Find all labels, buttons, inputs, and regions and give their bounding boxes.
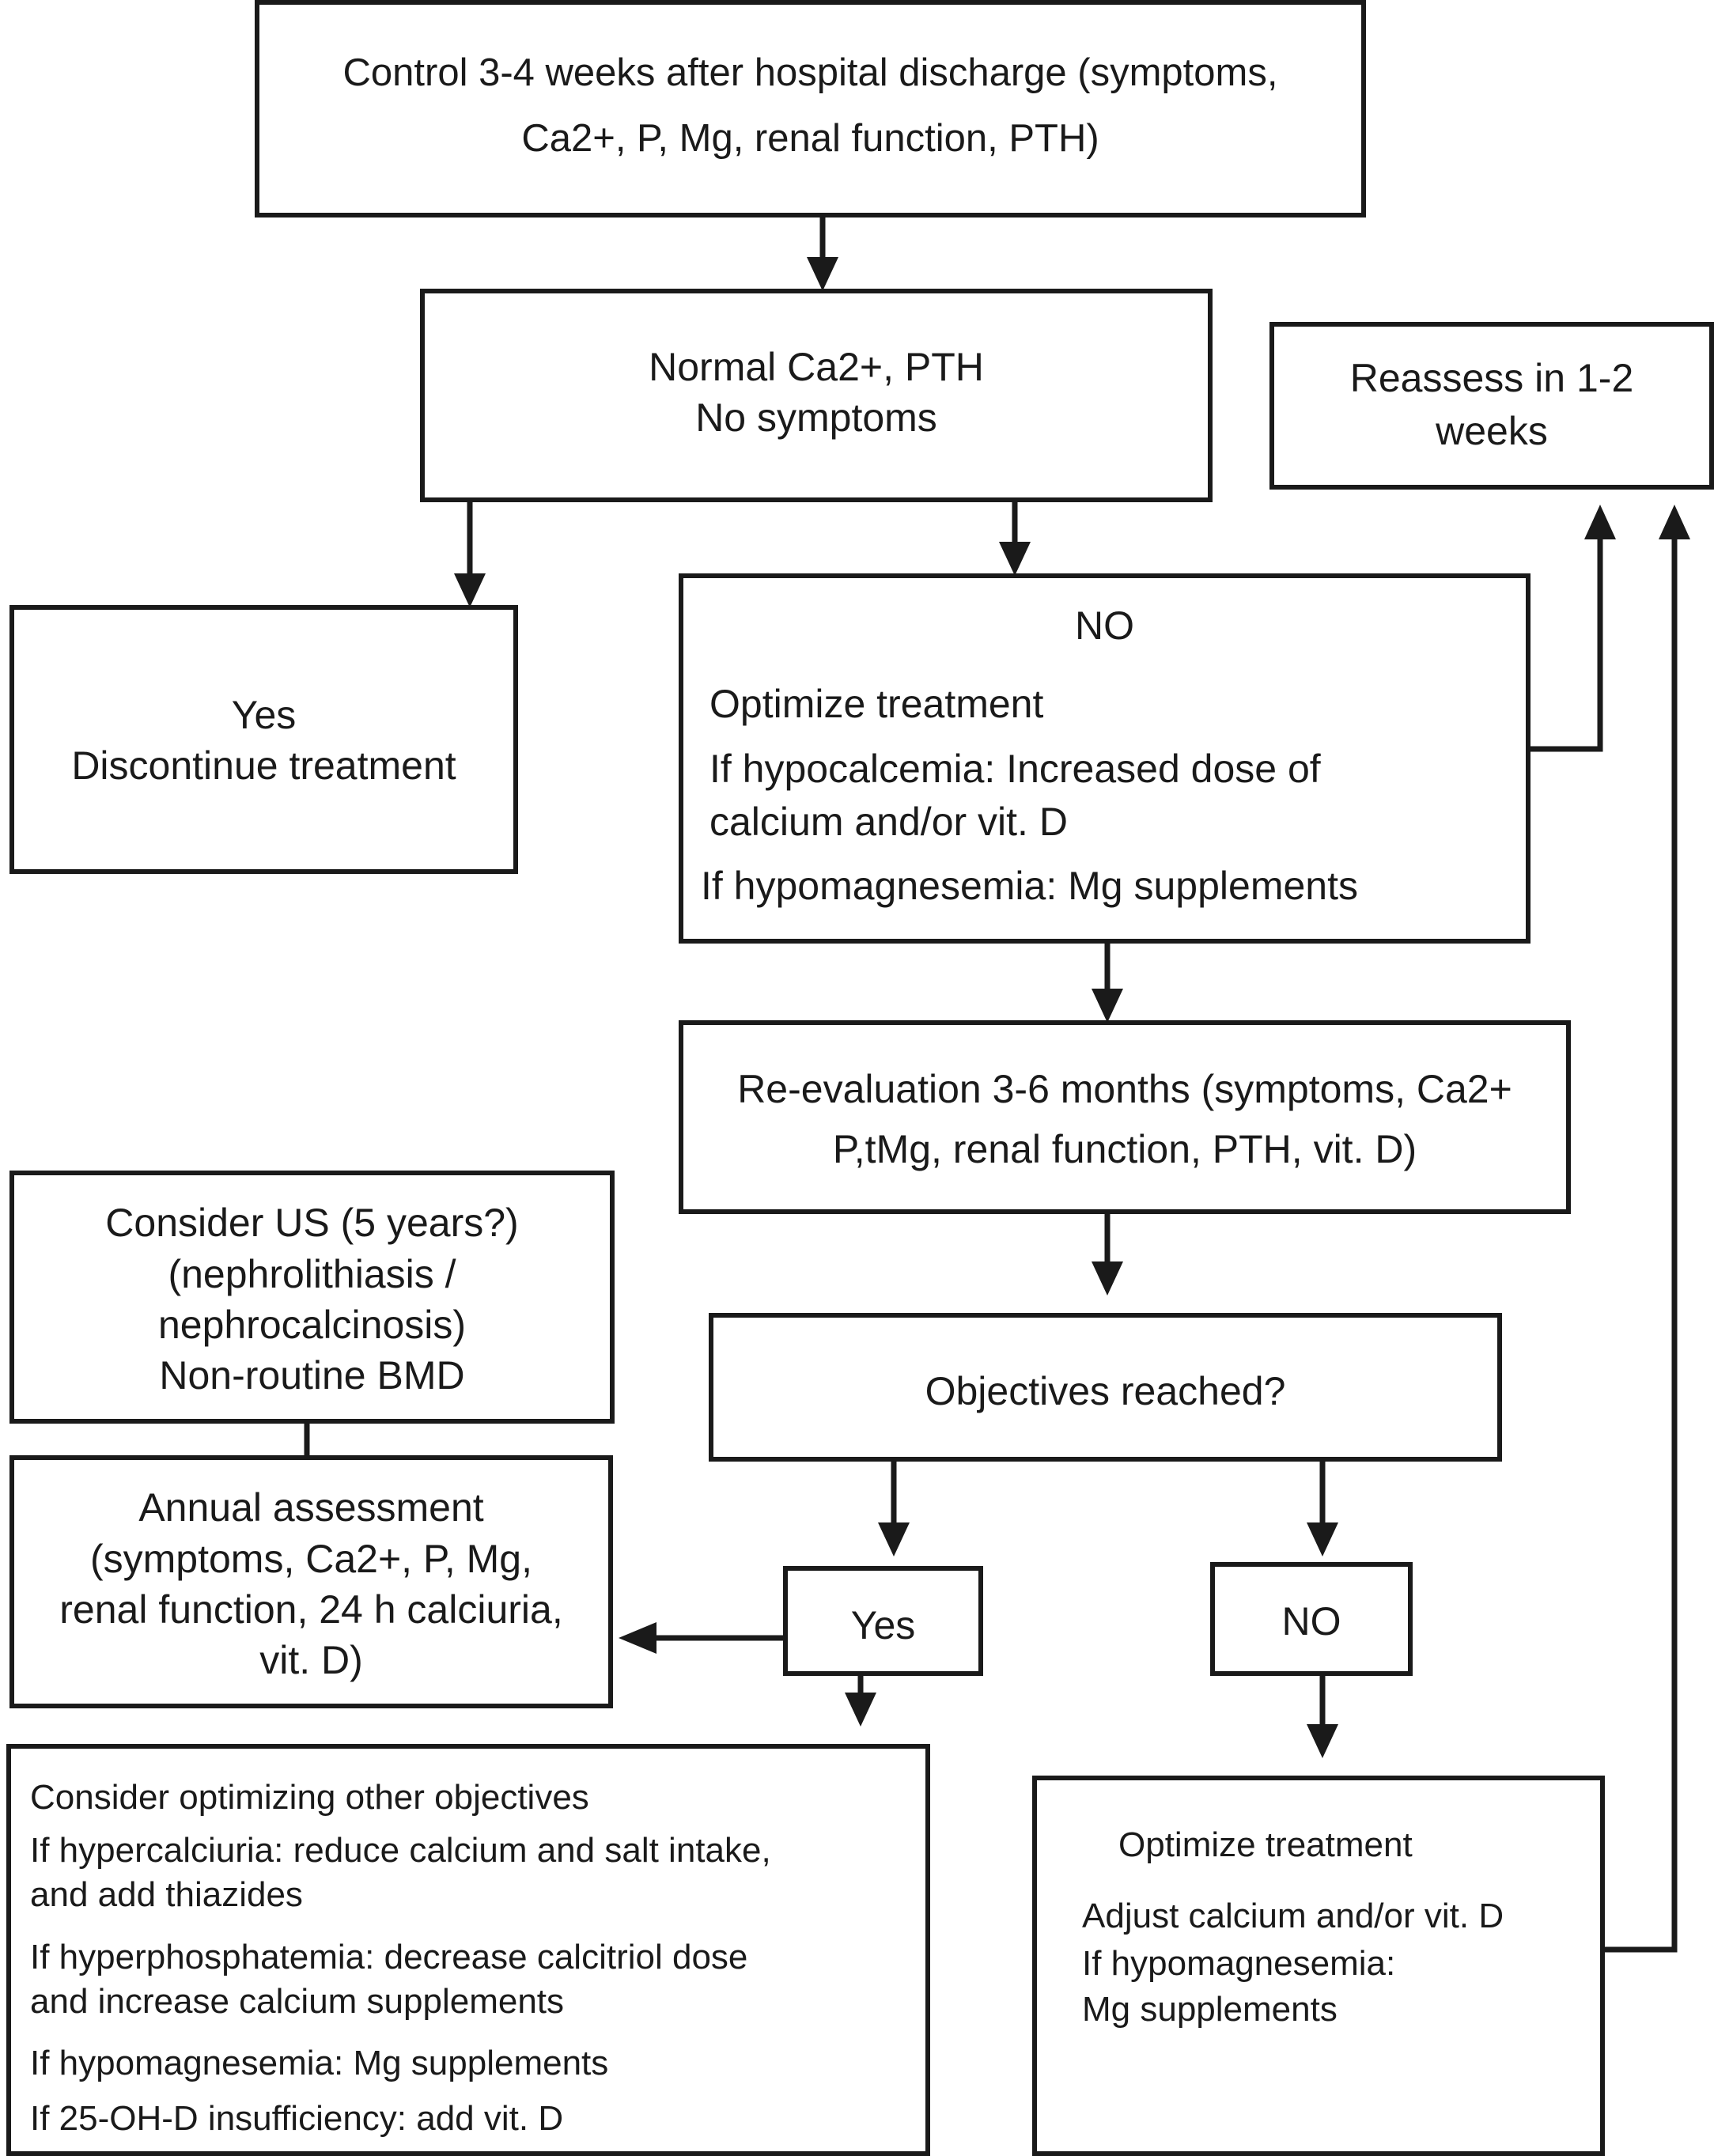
reassess-line-2: weeks [1436,409,1548,453]
optimize2-line-2: If hypomagnesemia: [1082,1944,1396,1983]
discontinue-yes-label: Yes [231,693,297,737]
control-line-1: Control 3-4 weeks after hospital dischar… [342,51,1278,94]
hypomagnesemia-other-line: If hypomagnesemia: Mg supplements [30,2044,609,2082]
optimize-heading: Optimize treatment [709,682,1044,726]
reevaluation-line-1: Re-evaluation 3-6 months (symptoms, Ca2+ [737,1067,1512,1111]
other-objectives-box: Consider optimizing other objectives If … [6,1744,930,2156]
hypocalcemia-line-2: calcium and/or vit. D [709,800,1068,844]
hypercalciuria-line-2: and add thiazides [30,1875,303,1914]
annual-line-3: renal function, 24 h calciuria, [59,1587,563,1632]
consider-us-box: Consider US (5 years?) (nephrolithiasis … [9,1171,615,1424]
arrowhead-yes-annual [619,1622,656,1654]
optimize-treatment-box: NO Optimize treatment If hypocalcemia: I… [679,573,1530,944]
arrowhead-to-reassess-2 [1659,505,1690,539]
arrow-optimize2-to-reassess [1602,531,1678,1953]
annual-line-4: vit. D) [259,1638,363,1682]
arrowhead-to-reassess-1 [1584,505,1616,539]
arrowhead-yes-other [845,1693,876,1727]
hyperphosphatemia-line-1: If hyperphosphatemia: decrease calcitrio… [30,1938,748,1976]
reevaluation-box: Re-evaluation 3-6 months (symptoms, Ca2+… [679,1020,1571,1214]
optimize2-line-1: Adjust calcium and/or vit. D [1082,1897,1504,1935]
arrowhead-no-optimize2 [1307,1724,1338,1758]
objectives-label: Objectives reached? [925,1369,1286,1413]
no-title: NO [1075,603,1134,648]
arrow-no-to-reassess [1528,531,1603,752]
yes-box: Yes [783,1566,983,1676]
consider-us-line-4: Non-routine BMD [159,1353,465,1398]
optimize-treatment-2-box: Optimize treatment Adjust calcium and/or… [1032,1776,1605,2156]
optimize2-line-3: Mg supplements [1082,1990,1338,2029]
objectives-box: Objectives reached? [709,1313,1502,1462]
discontinue-box: Yes Discontinue treatment [9,605,518,874]
optimize2-heading: Optimize treatment [1118,1825,1413,1864]
no-label: NO [1281,1599,1341,1643]
arrowhead-objectives-no [1307,1522,1338,1556]
reassess-box: Reassess in 1-2 weeks [1269,322,1714,490]
control-line-2: Ca2+, P, Mg, renal function, PTH) [521,117,1099,160]
arrowhead-normal-no [999,542,1031,576]
normal-line-2: No symptoms [695,395,937,440]
discontinue-label: Discontinue treatment [71,743,456,788]
other-objectives-heading: Consider optimizing other objectives [30,1778,589,1817]
reassess-line-1: Reassess in 1-2 [1349,356,1634,400]
consider-us-line-3: nephrocalcinosis) [157,1303,467,1347]
yes-label: Yes [850,1603,916,1647]
annual-assessment-box: Annual assessment (symptoms, Ca2+, P, Mg… [9,1455,613,1708]
consider-us-line-2: (nephrolithiasis / [168,1252,456,1296]
vitamin-d-insufficiency-line: If 25-OH-D insufficiency: add vit. D [30,2099,564,2138]
arrowhead-objectives-yes [878,1522,910,1556]
arrowhead-no-reevaluation [1092,989,1123,1023]
hyperphosphatemia-line-2: and increase calcium supplements [30,1982,565,2021]
no-box: NO [1210,1562,1413,1676]
hypocalcemia-line-1: If hypocalcemia: Increased dose of [709,747,1321,791]
arrowhead-reevaluation-objectives [1092,1261,1123,1295]
hypomagnesemia-line: If hypomagnesemia: Mg supplements [701,864,1358,908]
arrowhead-normal-yes [454,573,486,607]
control-box: Control 3-4 weeks after hospital dischar… [255,0,1366,217]
reevaluation-line-2: P,tMg, renal function, PTH, vit. D) [832,1127,1417,1171]
hypercalciuria-line-1: If hypercalciuria: reduce calcium and sa… [30,1831,771,1870]
annual-line-2: (symptoms, Ca2+, P, Mg, [90,1537,532,1581]
arrowhead-control-normal [807,257,838,291]
consider-us-line-1: Consider US (5 years?) [105,1201,519,1245]
normal-box: Normal Ca2+, PTH No symptoms [420,289,1213,502]
normal-line-1: Normal Ca2+, PTH [649,345,984,389]
annual-line-1: Annual assessment [138,1485,484,1530]
